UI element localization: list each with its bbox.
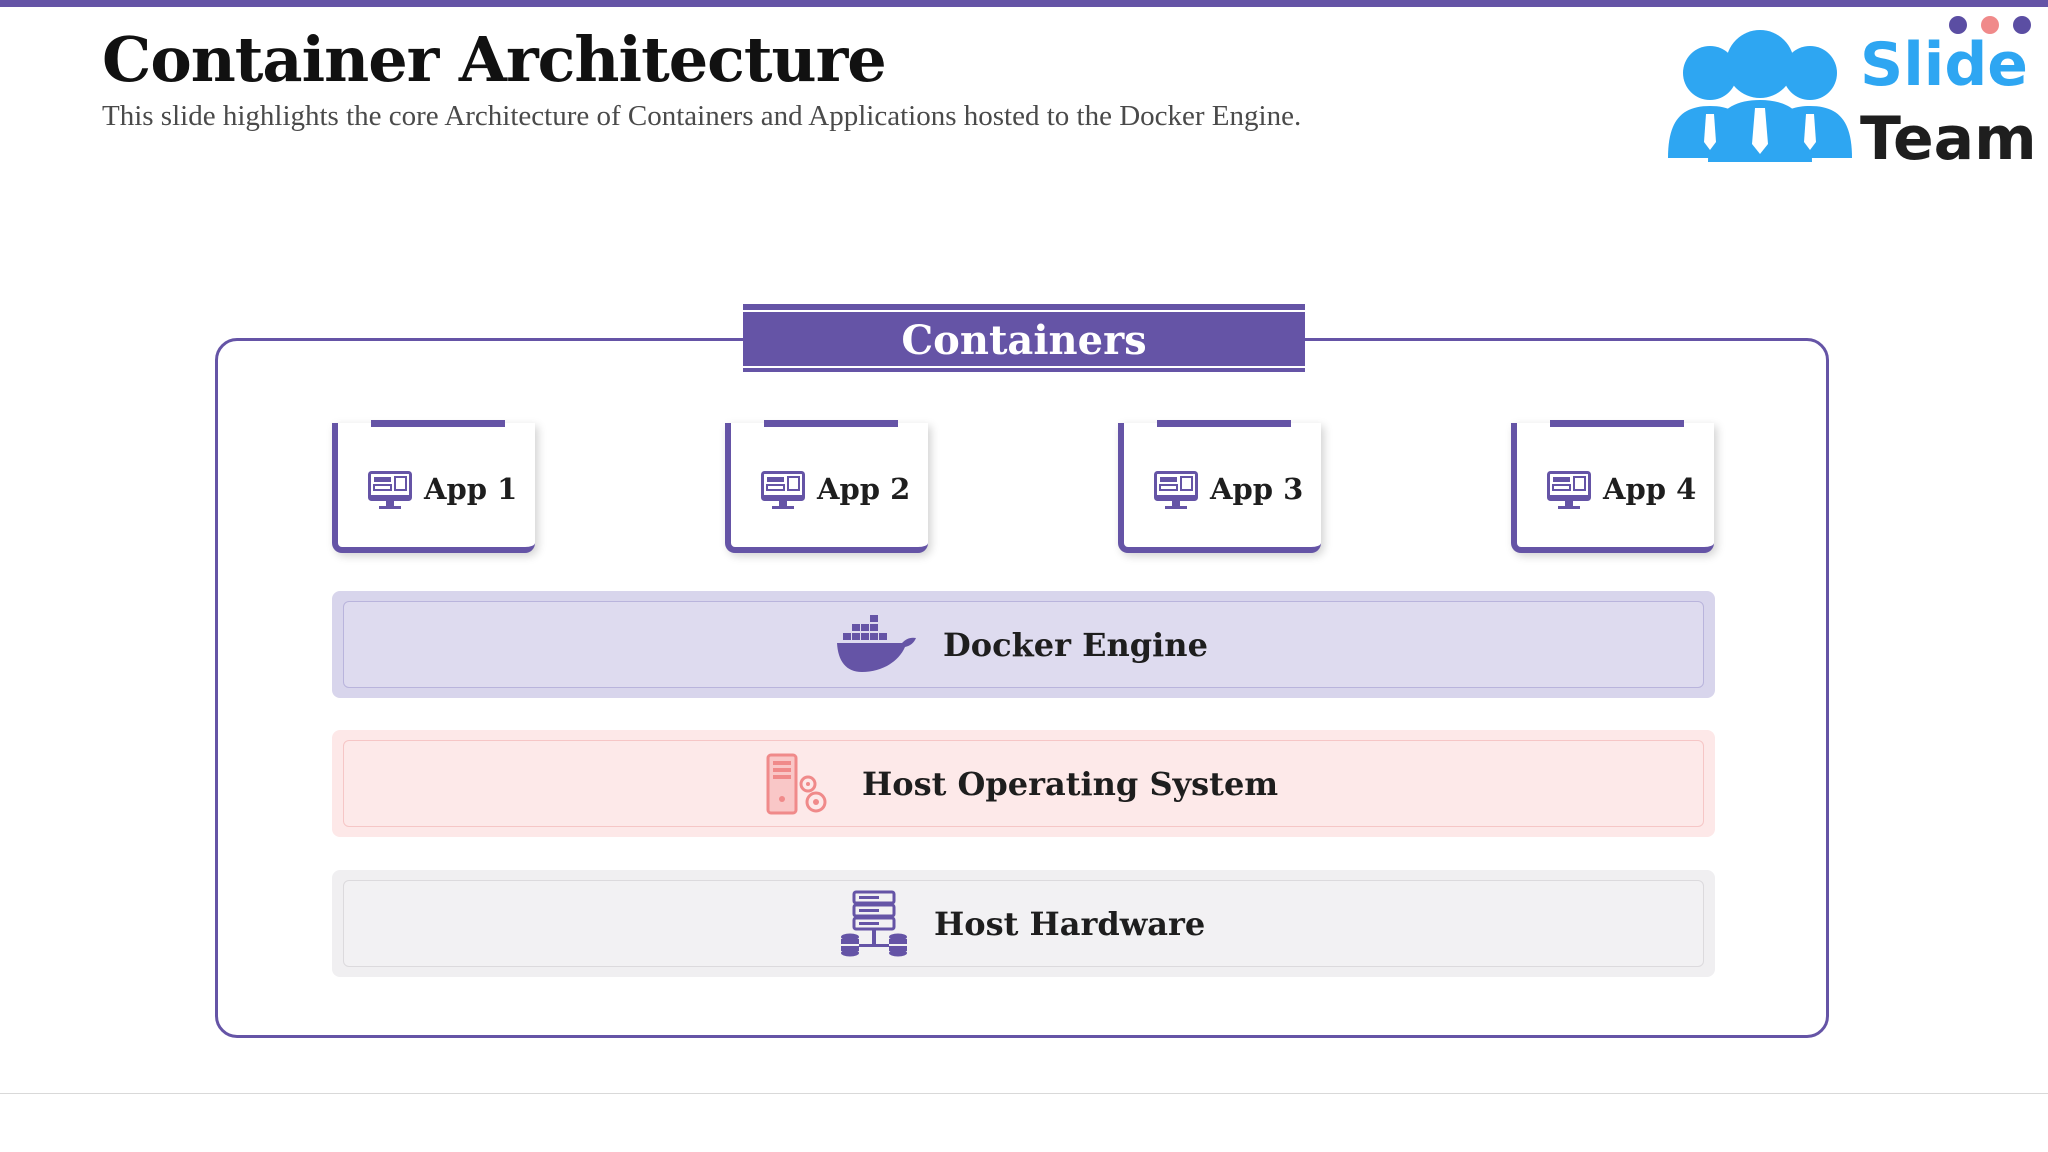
- containers-label-banner: Containers: [743, 304, 1305, 372]
- server-storage-icon: [841, 890, 907, 957]
- app-card-top-bar: [764, 420, 898, 427]
- docker-whale-icon: [837, 615, 916, 672]
- top-accent-rule: [0, 0, 2048, 7]
- app-card-top-bar: [1157, 420, 1291, 427]
- layer-inner: [343, 880, 1704, 967]
- layer-host-os: Host Operating System: [332, 730, 1715, 837]
- monitor-icon: [1154, 471, 1198, 509]
- layer-label: Docker Engine: [943, 625, 1208, 664]
- page-title: Container Architecture: [102, 23, 887, 96]
- layer-inner: [343, 740, 1704, 827]
- app-card-4: App 4: [1511, 420, 1714, 553]
- bottom-divider: [0, 1093, 2048, 1094]
- layer-label: Host Operating System: [862, 764, 1279, 803]
- app-label: App 2: [817, 472, 911, 506]
- layer-docker-engine: Docker Engine: [332, 591, 1715, 698]
- layer-label: Host Hardware: [934, 904, 1206, 943]
- monitor-icon: [761, 471, 805, 509]
- page-subtitle: This slide highlights the core Architect…: [102, 100, 1302, 132]
- layer-host-hardware: Host Hardware: [332, 870, 1715, 977]
- app-card-2: App 2: [725, 420, 928, 553]
- layer-inner: [343, 601, 1704, 688]
- containers-label: Containers: [901, 317, 1147, 364]
- app-label: App 4: [1603, 472, 1697, 506]
- monitor-icon: [368, 471, 412, 509]
- slideteam-logo: Slide Team: [1660, 10, 2040, 180]
- app-card-1: App 1: [332, 420, 535, 553]
- app-card-3: App 3: [1118, 420, 1321, 553]
- logo-word-slide: Slide: [1860, 30, 2028, 100]
- monitor-icon: [1547, 471, 1591, 509]
- app-card-top-bar: [371, 420, 505, 427]
- app-card-top-bar: [1550, 420, 1684, 427]
- app-label: App 1: [424, 472, 518, 506]
- logo-word-team: Team: [1860, 104, 2037, 174]
- logo-people-icon: [1668, 16, 2031, 162]
- app-label: App 3: [1210, 472, 1304, 506]
- server-gear-icon: [766, 753, 827, 815]
